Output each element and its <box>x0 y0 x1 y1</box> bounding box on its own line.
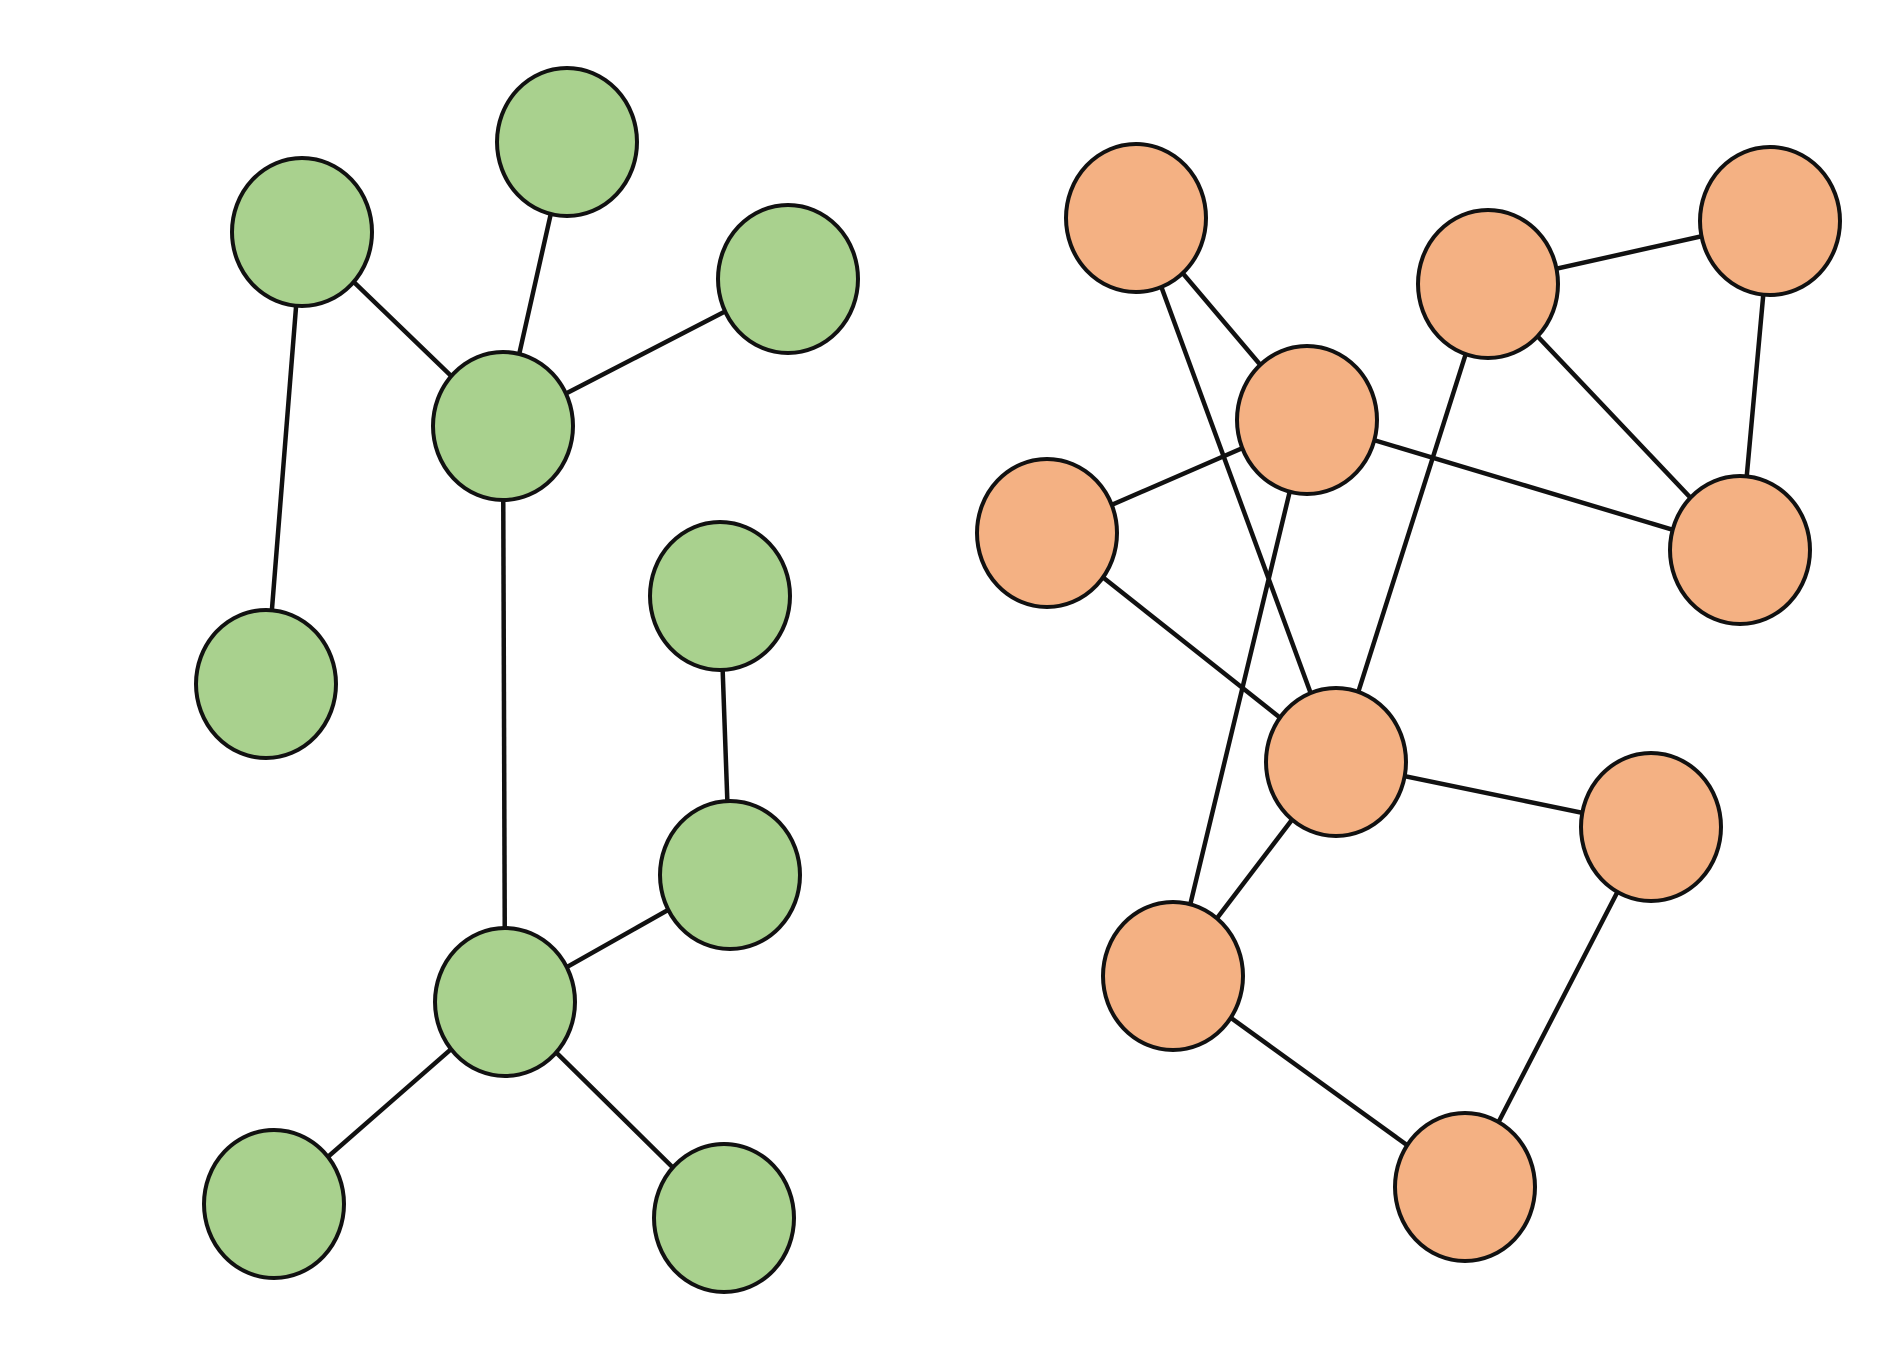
tree-nodes <box>194 66 860 1294</box>
tree-node-top-right <box>716 203 860 355</box>
network-node-c <box>1235 344 1379 496</box>
tree-node-top-left <box>230 156 374 308</box>
tree-edge-hub-top-hub-bottom <box>500 425 508 1003</box>
tree-node-top-mid <box>495 66 639 218</box>
tree-node-bottom-right <box>652 1142 796 1294</box>
network-node-h <box>1579 751 1723 903</box>
network-node-d <box>1698 145 1842 297</box>
network-node-f <box>975 457 1119 609</box>
network-graph <box>975 142 1842 1263</box>
tree-node-bottom-left <box>202 1128 346 1280</box>
tree-node-left <box>194 608 338 760</box>
network-node-e <box>1668 474 1812 626</box>
network-node-i <box>1101 900 1245 1052</box>
tree-node-hub-top <box>431 350 575 502</box>
network-edge-c-i <box>1170 419 1310 977</box>
tree-node-mid-right <box>658 799 802 951</box>
network-edge-c-e <box>1306 417 1741 553</box>
network-node-a <box>1064 142 1208 294</box>
network-edge-a-g <box>1133 217 1339 763</box>
network-node-g <box>1264 686 1408 838</box>
network-edge-b-g <box>1333 283 1491 763</box>
tree-graph <box>194 66 860 1294</box>
tree-node-upper-right <box>648 520 792 672</box>
tree-node-hub-bottom <box>433 926 577 1078</box>
network-nodes <box>975 142 1842 1263</box>
network-node-j <box>1393 1111 1537 1263</box>
network-node-b <box>1416 208 1560 360</box>
